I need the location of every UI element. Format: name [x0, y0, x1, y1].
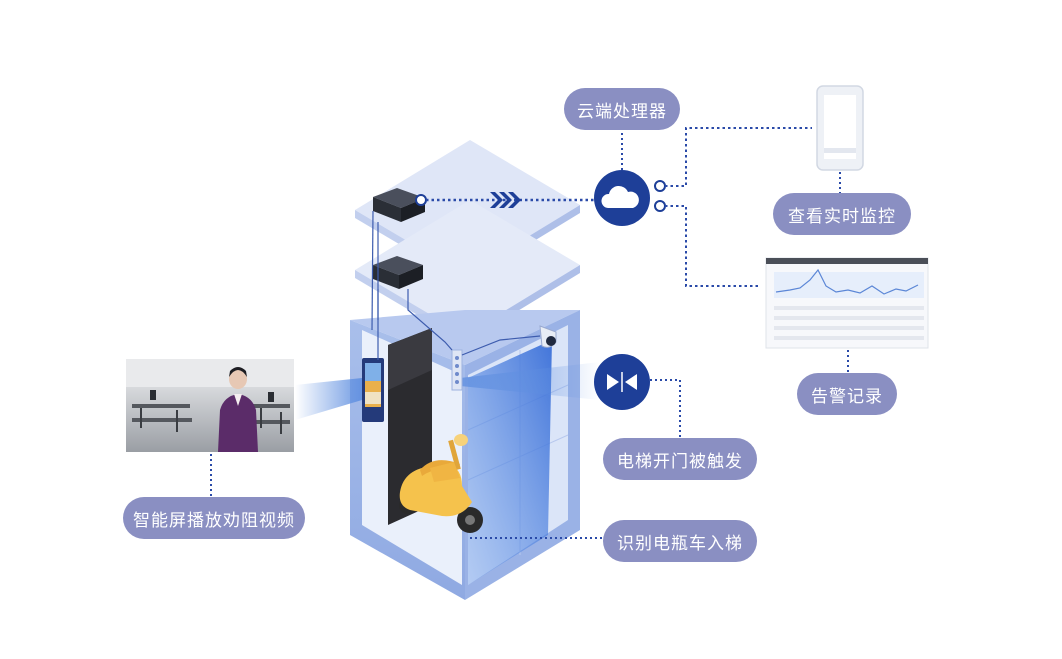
box-to-cloud-link	[415, 192, 598, 208]
identify-ebike-label: 识别电瓶车入梯	[603, 520, 757, 562]
cloud-output-links	[654, 127, 812, 287]
scooter-icon	[399, 434, 483, 533]
camera-detection-beam	[468, 340, 552, 585]
video-thumbnail	[126, 359, 294, 452]
smart-screen-label: 智能屏播放劝阻视频	[123, 497, 305, 539]
cloud-icon	[594, 170, 650, 226]
door-triggered-label: 电梯开门被触发	[603, 438, 757, 480]
smart-screen-device	[362, 358, 384, 422]
screen-beam	[295, 378, 362, 420]
monitor-icon	[765, 257, 929, 349]
phone-icon	[816, 85, 864, 171]
elevator-door-icon	[594, 354, 650, 410]
edge-box-icon-lower	[373, 256, 423, 289]
elevator-button-panel	[451, 349, 463, 391]
wiring-lines	[371, 210, 541, 360]
view-monitor-label: 查看实时监控	[773, 193, 911, 235]
camera-icon	[539, 325, 557, 348]
cloud-processor-label: 云端处理器	[564, 88, 680, 130]
alarm-record-label: 告警记录	[797, 373, 897, 415]
door-sensor-beam	[460, 362, 600, 400]
